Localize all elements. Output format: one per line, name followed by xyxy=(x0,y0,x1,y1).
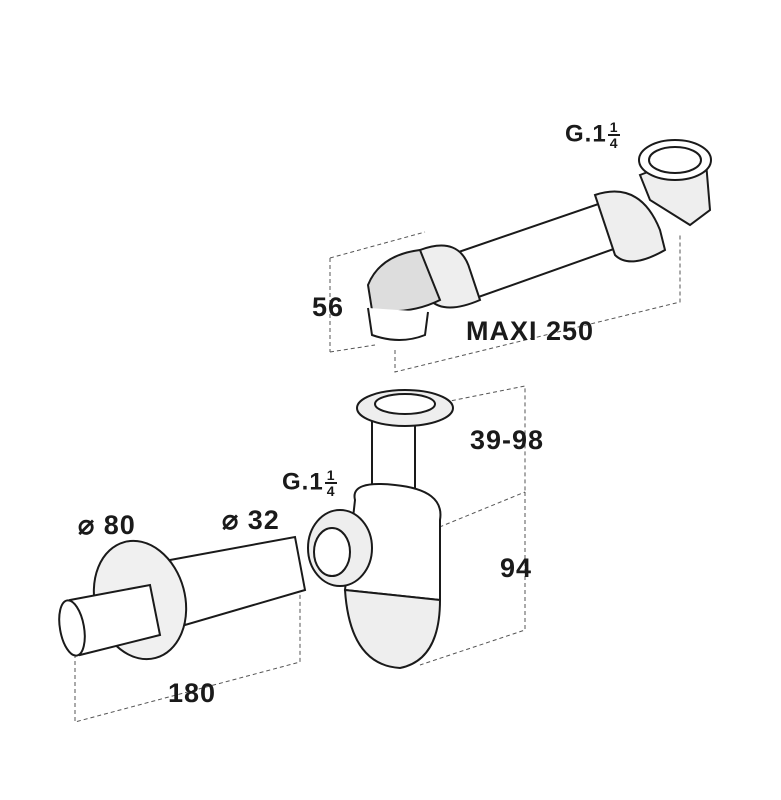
side-thread-denominator: 4 xyxy=(326,483,336,499)
pipe-diameter-label: ⌀ 32 xyxy=(222,505,280,535)
pipe-nut xyxy=(593,190,667,263)
wall-pipe-opening xyxy=(58,599,86,657)
trap-top-nut-inner xyxy=(374,393,436,415)
body-height-label: 94 xyxy=(500,553,533,583)
top-thread-denominator: 4 xyxy=(609,135,619,151)
trap-bowl xyxy=(343,588,442,670)
pipe-length-label: 180 xyxy=(168,678,217,708)
dimension-lines xyxy=(74,231,681,723)
adjust-height-label: 39-98 xyxy=(470,425,545,455)
trap-height-dimension-lines xyxy=(419,385,526,666)
top-thread-main: G.1 xyxy=(565,120,607,148)
pipe-length-dimension-line xyxy=(74,588,301,723)
max-length-label: MAXI 250 xyxy=(466,316,595,346)
elbow-nut xyxy=(367,307,429,341)
side-thread-main: G.1 xyxy=(282,468,324,496)
rosette-diameter-label: ⌀ 80 xyxy=(78,510,136,540)
siphon-parts xyxy=(58,139,712,670)
elbow-height-label: 56 xyxy=(312,292,345,322)
trap-body xyxy=(343,483,442,602)
extension-pipe xyxy=(448,198,627,302)
top-thread-ring-inner xyxy=(648,146,702,174)
outlet-pipe xyxy=(168,535,307,627)
top-thread-numerator: 1 xyxy=(607,119,621,136)
side-nut-inner xyxy=(313,527,351,577)
elbow-height-dimension-line xyxy=(329,231,426,353)
side-thread-numerator: 1 xyxy=(324,467,338,484)
max-length-dimension-line xyxy=(394,235,681,373)
